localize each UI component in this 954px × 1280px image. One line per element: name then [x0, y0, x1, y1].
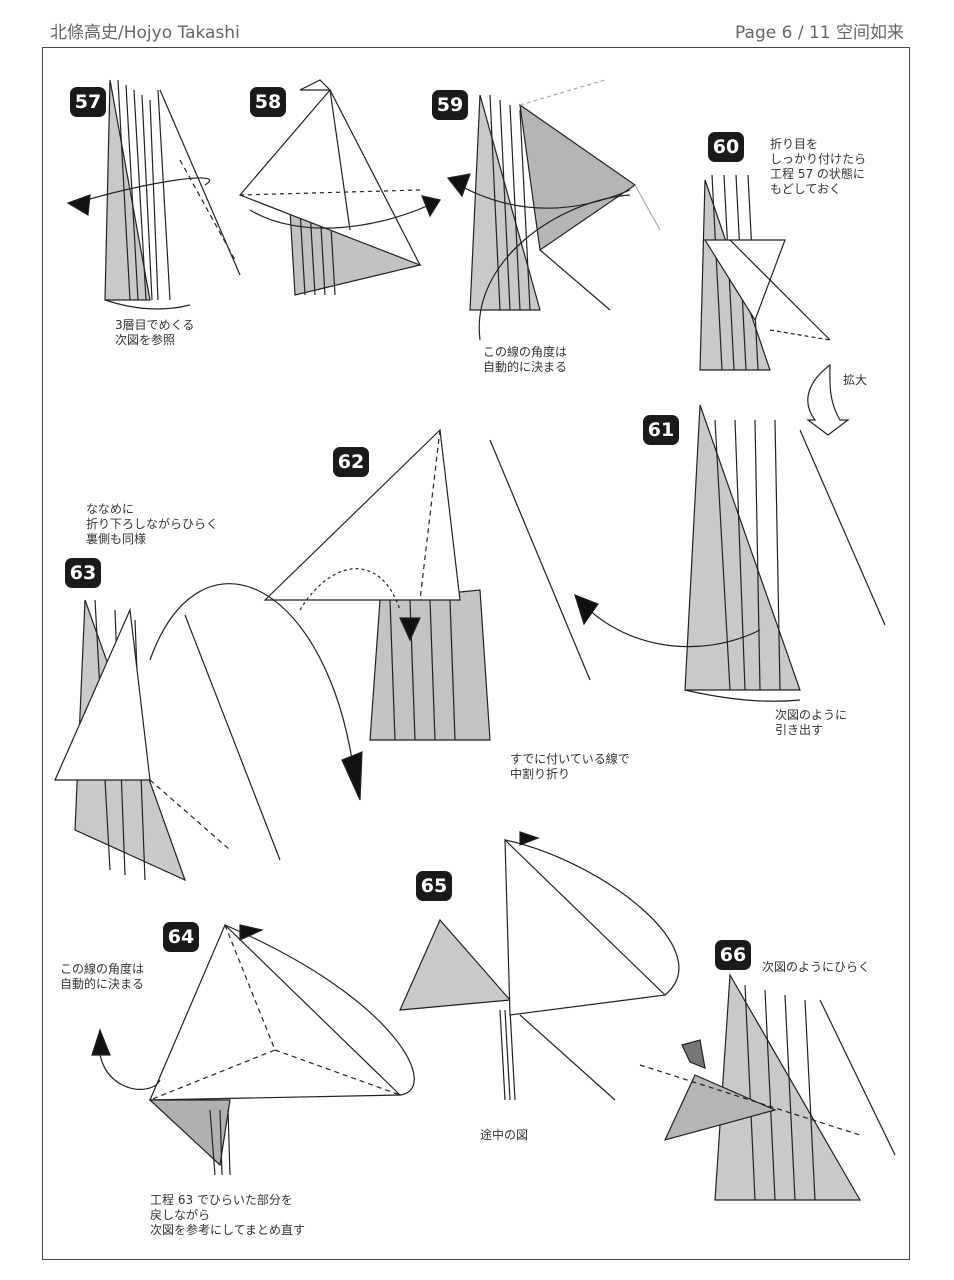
note-64-angle: この線の角度は 自動的に決まる	[60, 962, 145, 991]
note-61: 次図のように 引き出す	[775, 708, 848, 737]
note-63: ななめに 折り下ろしながらひらく 裏側も同様	[86, 502, 219, 546]
note-62: すでに付いている線で 中割り折り	[510, 752, 630, 781]
note-60: 折り目を しっかり付けたら 工程 57 の状態に もどしておく	[770, 137, 867, 196]
note-66: 次図のようにひらく	[762, 960, 871, 974]
header-author: 北條高史/Hojyo Takashi	[50, 23, 240, 43]
step-badge-63: 63	[65, 558, 101, 588]
note-57: 3層目でめくる 次図を参照	[115, 318, 195, 347]
step-badge-59: 59	[432, 90, 468, 120]
note-64-instructions: 工程 63 でひらいた部分を 戻しながら 次図を参考にしてまとめ直す	[150, 1193, 306, 1237]
note-zoom: 拡大	[843, 373, 868, 387]
diagram-frame	[42, 47, 910, 1260]
step-badge-65: 65	[416, 871, 452, 901]
note-65: 途中の図	[480, 1128, 529, 1142]
step-badge-57: 57	[70, 87, 106, 117]
header-page-info: Page 6 / 11 空间如来	[735, 23, 904, 43]
step-badge-61: 61	[643, 415, 679, 445]
step-badge-62: 62	[333, 447, 369, 477]
note-59: この線の角度は 自動的に決まる	[483, 345, 568, 374]
step-badge-60: 60	[708, 132, 744, 162]
step-badge-64: 64	[163, 922, 199, 952]
step-badge-58: 58	[250, 87, 286, 117]
step-badge-66: 66	[715, 940, 751, 970]
